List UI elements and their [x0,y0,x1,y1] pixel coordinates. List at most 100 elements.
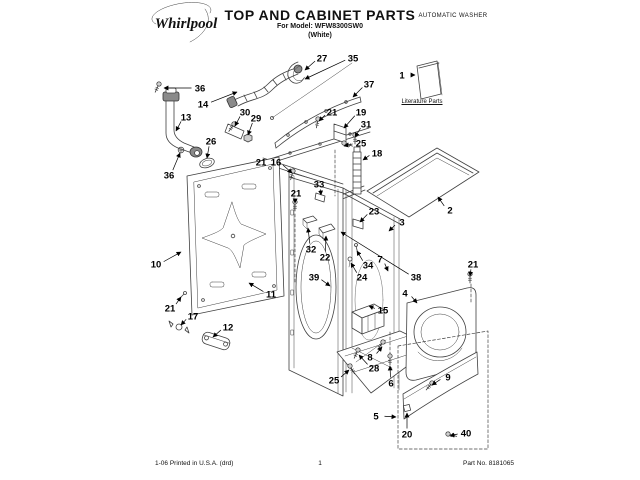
callout-7: 7 [377,255,382,266]
callout-leader-11 [248,282,264,292]
callout-leader-5 [384,414,397,420]
color-label: (White) [308,32,332,39]
callout-20: 20 [402,430,413,441]
callout-leader-24 [350,262,358,273]
callout-19: 19 [356,108,367,119]
callout-28: 28 [369,364,380,375]
callout-10: 10 [151,260,162,271]
callout-leader-18 [362,155,370,161]
callout-15: 15 [378,306,389,317]
callout-5: 5 [373,412,379,423]
callout-leader-4 [411,296,418,304]
callout-leader-17 [180,319,187,326]
whirlpool-logo-swoosh [151,2,212,43]
literature-art [416,60,443,100]
callout-leader-7 [383,263,389,272]
callout-leader-21 [318,114,326,122]
callout-leader-36 [172,152,181,171]
footer-part-number: Part No. 8181065 [463,460,514,467]
callout-3: 3 [399,218,404,229]
callout-39: 39 [309,273,320,284]
badge-art [199,157,215,169]
strut-art [313,115,362,195]
callout-36: 36 [195,84,206,95]
callout-leader-25 [340,369,350,378]
callout-1: 1 [399,71,405,82]
doc-type-label: AUTOMATIC WASHER [418,13,488,19]
callout-30: 30 [240,108,251,119]
callout-23: 23 [369,207,380,218]
callout-leader-40 [449,432,458,438]
callout-leader-34 [356,250,364,261]
callout-25: 25 [329,376,340,387]
fill-hose-art [226,61,353,120]
callout-6: 6 [388,379,393,390]
callout-leader-39 [321,279,331,287]
callout-2: 2 [447,206,452,217]
callout-leader-19 [343,115,356,129]
callout-33: 33 [314,180,325,191]
callout-leader-31 [354,128,361,138]
callout-4: 4 [402,289,408,300]
footer-print-info: 1-06 Printed in U.S.A. (drd) [155,460,234,467]
callout-leader-25 [343,142,353,148]
literature-parts-label: Literature Parts [401,99,443,105]
page-title: TOP AND CABINET PARTS [224,7,416,23]
callout-38: 38 [411,273,422,284]
callout-36: 36 [164,171,175,182]
callout-17: 17 [188,312,199,323]
callout-12: 12 [223,323,234,334]
callout-35: 35 [348,54,359,65]
callout-leader-15 [368,305,375,310]
dashed-guides [294,149,472,355]
callout-21: 21 [327,108,338,119]
callout-29: 29 [251,114,262,125]
callout-leader-35 [304,59,346,80]
callout-25: 25 [356,139,367,150]
callout-22: 22 [320,253,331,264]
callout-leader-3 [388,224,396,232]
callout-31: 31 [361,120,372,131]
callout-8: 8 [367,353,372,364]
callout-leader-6 [387,365,393,378]
callout-leader-21 [175,296,182,305]
inlet-pipe-art [152,80,203,158]
callout-21: 21 [165,304,176,315]
callout-leader-16 [282,164,293,174]
callout-34: 34 [363,261,374,272]
callout-leader-23 [359,214,368,223]
callout-leader-26 [205,146,211,159]
callout-leader-2 [437,196,445,207]
callout-leader-22 [323,235,329,252]
callout-16: 16 [271,158,282,169]
callout-37: 37 [364,80,375,91]
callout-21: 21 [256,158,267,169]
callout-27: 27 [317,54,328,65]
clip-art [302,215,359,268]
callout-leader-32 [306,227,311,244]
callout-leader-27 [304,60,316,71]
callout-leader-10 [163,251,182,262]
model-label: For Model: WFW8300SW0 [277,23,363,30]
callout-leader-29 [247,122,253,136]
callout-11: 11 [266,290,277,301]
callout-26: 26 [206,137,217,148]
callout-21: 21 [468,260,479,271]
bracket-art [224,120,253,143]
footer-page-number: 1 [318,460,322,467]
callout-leader-9 [431,379,441,386]
callout-14: 14 [198,100,209,111]
callout-32: 32 [306,245,317,256]
callout-13: 13 [181,113,192,124]
callout-leader-37 [352,87,363,98]
callout-9: 9 [445,373,450,384]
access-panel-art [397,330,489,450]
top-panel-art [366,147,480,218]
callout-18: 18 [372,149,383,160]
callout-21: 21 [291,189,302,200]
callout-40: 40 [461,429,472,440]
